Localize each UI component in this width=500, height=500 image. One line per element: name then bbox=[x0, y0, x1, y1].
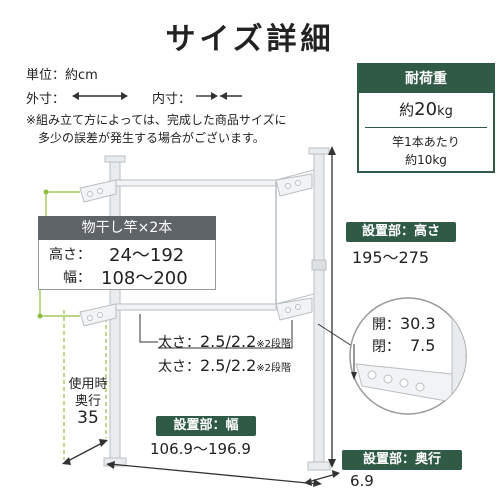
install-depth-value: 6.9 bbox=[350, 472, 374, 490]
lower-bar-assembly bbox=[79, 293, 315, 327]
depth-use-line-2: 奥行 bbox=[74, 394, 101, 409]
inner-label: 内寸： bbox=[152, 92, 192, 107]
lower-rod bbox=[115, 303, 277, 311]
hook-pointer-line bbox=[317, 323, 353, 347]
hook-close-row: 閉： 7.5 bbox=[372, 336, 435, 356]
guide-dot-top bbox=[43, 189, 49, 195]
unit-label: 単位：約cm bbox=[26, 64, 98, 83]
load-per-pole-line-1: 竿1本あたり bbox=[392, 135, 460, 149]
pole-width-value: 108〜200 bbox=[101, 268, 188, 289]
depth-use-label: 使用時 奥行 35 bbox=[60, 376, 116, 427]
hook-zoom bbox=[349, 297, 467, 415]
install-width-value: 106.9〜196.9 bbox=[150, 440, 251, 458]
hook-open-label: 開： bbox=[372, 317, 400, 333]
thickness-note-1: ※2段階 bbox=[256, 339, 292, 350]
upper-bar-assembly bbox=[79, 169, 315, 306]
assembly-note: ※組み立て方によっては、完成した商品サイズに 多少の誤差が発生する場合がございま… bbox=[26, 111, 287, 147]
thickness-value-2: 2.5/2.2 bbox=[200, 356, 257, 375]
guide-lines bbox=[39, 191, 80, 317]
guide-dot-bottom bbox=[37, 313, 43, 319]
thickness-note-2: ※2段階 bbox=[256, 363, 292, 374]
pole-height-row: 高さ： bbox=[49, 244, 91, 264]
depth-use-line-1: 使用時 bbox=[68, 377, 108, 392]
outer-label: 外寸： bbox=[26, 92, 66, 107]
load-capacity-total: 約20kg bbox=[359, 99, 493, 120]
height-dimension bbox=[328, 146, 336, 468]
width-dimension bbox=[106, 461, 322, 487]
install-width-label: 設置部：幅 bbox=[156, 416, 256, 436]
thickness-row-2: 太さ：2.5/2.2※2段階 bbox=[158, 356, 291, 376]
load-capacity-header: 耐荷重 bbox=[359, 65, 493, 93]
hook-open-row: 開：30.3 bbox=[372, 314, 436, 334]
thickness-label-2: 太さ： bbox=[158, 359, 200, 375]
right-pole bbox=[307, 147, 331, 471]
depth-use-value: 35 bbox=[77, 408, 99, 428]
install-height-value: 195〜275 bbox=[352, 248, 430, 267]
depth-dashed-lines bbox=[63, 310, 107, 460]
load-total-prefix: 約 bbox=[399, 101, 415, 119]
inner-arrow-icon bbox=[196, 92, 242, 100]
upper-rod bbox=[115, 179, 277, 187]
pole-spec-header: 物干し竿×2本 bbox=[38, 216, 216, 240]
thickness-label-1: 太さ： bbox=[158, 335, 200, 351]
pole-spec-box: 物干し竿×2本 高さ： 24〜192 幅： 108〜200 bbox=[38, 216, 216, 290]
hook-open-value: 30.3 bbox=[400, 314, 436, 333]
page-title: サイズ詳細 bbox=[165, 22, 335, 57]
install-depth-dimension bbox=[304, 470, 340, 486]
install-height-label: 設置部：高さ bbox=[346, 222, 456, 242]
assembly-note-line-2: 多少の誤差が発生する場合がございます。 bbox=[38, 131, 265, 145]
pole-width-label: 幅： bbox=[63, 270, 91, 286]
unit-label-text: 単位： bbox=[26, 68, 66, 83]
depth-use-dimension bbox=[62, 439, 108, 465]
load-capacity-box: 耐荷重 約20kg 竿1本あたり 約10kg bbox=[357, 63, 495, 173]
thickness-row-1: 太さ：2.5/2.2※2段階 bbox=[158, 332, 291, 352]
outer-arrow-icon bbox=[72, 92, 128, 100]
install-depth-label: 設置部：奥行 bbox=[342, 450, 462, 470]
load-divider bbox=[365, 127, 487, 128]
load-total-unit: kg bbox=[437, 104, 453, 119]
load-total-value: 20 bbox=[414, 99, 438, 120]
hook-close-value: 7.5 bbox=[410, 336, 436, 355]
thickness-pointers bbox=[139, 314, 293, 349]
pole-height-value: 24〜192 bbox=[109, 245, 185, 266]
unit-value: 約cm bbox=[65, 68, 98, 83]
pole-height-label: 高さ： bbox=[49, 247, 91, 263]
load-per-pole-line-2: 約10kg bbox=[405, 153, 447, 167]
assembly-note-line-1: ※組み立て方によっては、完成した商品サイズに bbox=[26, 113, 287, 127]
hook-close-label: 閉： bbox=[372, 339, 400, 355]
thickness-value-1: 2.5/2.2 bbox=[200, 332, 257, 351]
